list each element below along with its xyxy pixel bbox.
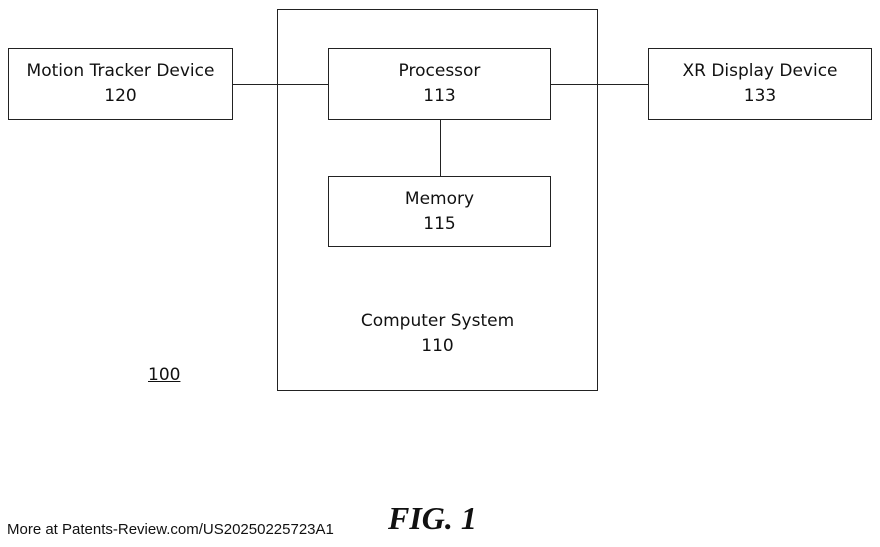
connector-motion-processor [233,84,328,85]
connector-processor-memory [440,120,441,176]
memory-box: Memory115 [328,176,551,247]
figure-label: FIG. 1 [388,500,477,537]
label: Processor [329,59,550,84]
footer-link[interactable]: More at Patents-Review.com/US20250225723… [7,521,334,538]
xr-display-box: XR Display Device133 [648,48,872,120]
connector-processor-xr [551,84,648,85]
ref: 110 [277,334,598,359]
ref: 133 [649,84,871,109]
processor-box: Processor113 [328,48,551,120]
motion-tracker-box: Motion Tracker Device120 [8,48,233,120]
label: Memory [329,187,550,212]
computer-system-label: Computer System110 [277,309,598,359]
ref: 113 [329,84,550,109]
label: XR Display Device [649,59,871,84]
ref: 115 [329,212,550,237]
ref: 120 [9,84,232,109]
label: Motion Tracker Device [9,59,232,84]
diagram-ref: 100 [148,365,180,385]
label: Computer System [277,309,598,334]
